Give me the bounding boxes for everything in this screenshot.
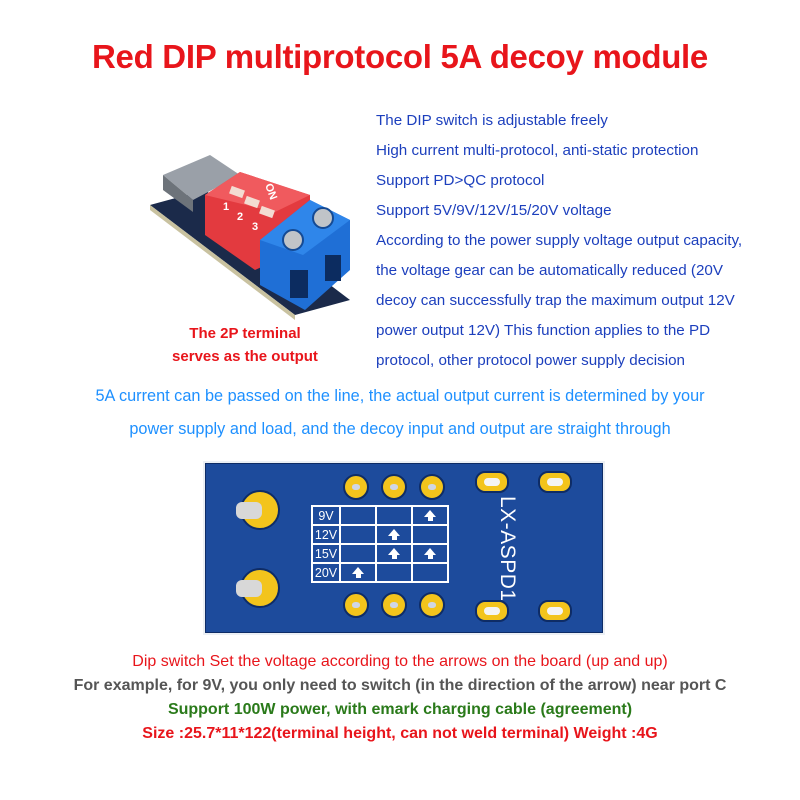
note-line: 5A current can be passed on the line, th… [95,387,705,405]
pcb-edge [150,205,295,320]
switch-cell [411,562,449,583]
output-post [236,568,280,608]
feature-item: Support PD>QC protocol [376,172,545,189]
switch-number: 2 [237,211,243,223]
up-arrow-icon [352,567,364,578]
up-arrow-icon [388,529,400,540]
switch-on-label: ON [262,182,279,202]
switch-cell [339,562,377,583]
usb-pad [538,600,572,622]
feature-item: decoy can successfully trap the maximum … [376,292,735,309]
caption-line: The 2P terminal [189,325,301,342]
page-title: Red DIP multiprotocol 5A decoy module [92,38,708,75]
voltage-label: 20V [311,562,341,583]
voltage-row: 20V [311,562,449,583]
example-note: For example, for 9V, you only need to sw… [73,677,727,694]
note-line: power supply and load, and the decoy inp… [129,420,671,438]
board-silkscreen: LX-ASPD1 [496,496,519,602]
switch-cell [375,562,413,583]
up-arrow-icon [424,548,436,559]
usb-pad [475,471,509,493]
voltage-row: 12V [311,524,449,545]
solder-pad [343,592,369,618]
up-arrow-icon [424,510,436,521]
switch-cell [411,543,449,564]
usb-pad [475,600,509,622]
usb-c-connector [163,155,240,200]
solder-pad [343,474,369,500]
switch-cell [339,543,377,564]
current-note: 5A current can be passed on the line, th… [0,380,800,446]
feature-item: Support 5V/9V/12V/15/20V voltage [376,202,612,219]
bottom-notes: Dip switch Set the voltage according to … [0,650,800,746]
switch-cell [375,505,413,526]
solder-pad [419,474,445,500]
solder-pad [419,592,445,618]
voltage-row: 15V [311,543,449,564]
up-arrow-icon [388,548,400,559]
terminal-screw [312,207,334,229]
feature-item: High current multi-protocol, anti-static… [376,142,699,159]
switch-number: 1 [223,201,229,213]
voltage-row: 9V [311,505,449,526]
feature-item: protocol, other protocol power supply de… [376,352,685,369]
dip-switch-note: Dip switch Set the voltage according to … [132,653,668,670]
feature-item: According to the power supply voltage ou… [376,232,743,249]
product-caption: The 2P terminal serves as the output [150,322,340,368]
switch-cell [375,543,413,564]
switch-cell [339,524,377,545]
feature-item: power output 12V) This function applies … [376,322,711,339]
caption-line: serves as the output [172,348,318,365]
feature-list: The DIP switch is adjustable freely High… [376,106,796,376]
module-product-image: ON 1 2 3 [150,155,350,320]
switch-cell [411,505,449,526]
voltage-label: 15V [311,543,341,564]
voltage-label: 12V [311,524,341,545]
switch-cell [339,505,377,526]
switch-cell [411,524,449,545]
voltage-label: 9V [311,505,341,526]
usb-pad [538,471,572,493]
solder-pad [381,592,407,618]
terminal-screw [282,229,304,251]
feature-item: the voltage gear can be automatically re… [376,262,723,279]
power-note: Support 100W power, with emark charging … [167,701,633,718]
switch-cell [375,524,413,545]
switch-number: 3 [252,221,258,233]
size-weight-note: Size :25.7*11*122(terminal height, can n… [142,725,658,742]
solder-pad [381,474,407,500]
feature-item: The DIP switch is adjustable freely [376,112,608,129]
output-post [236,490,280,530]
